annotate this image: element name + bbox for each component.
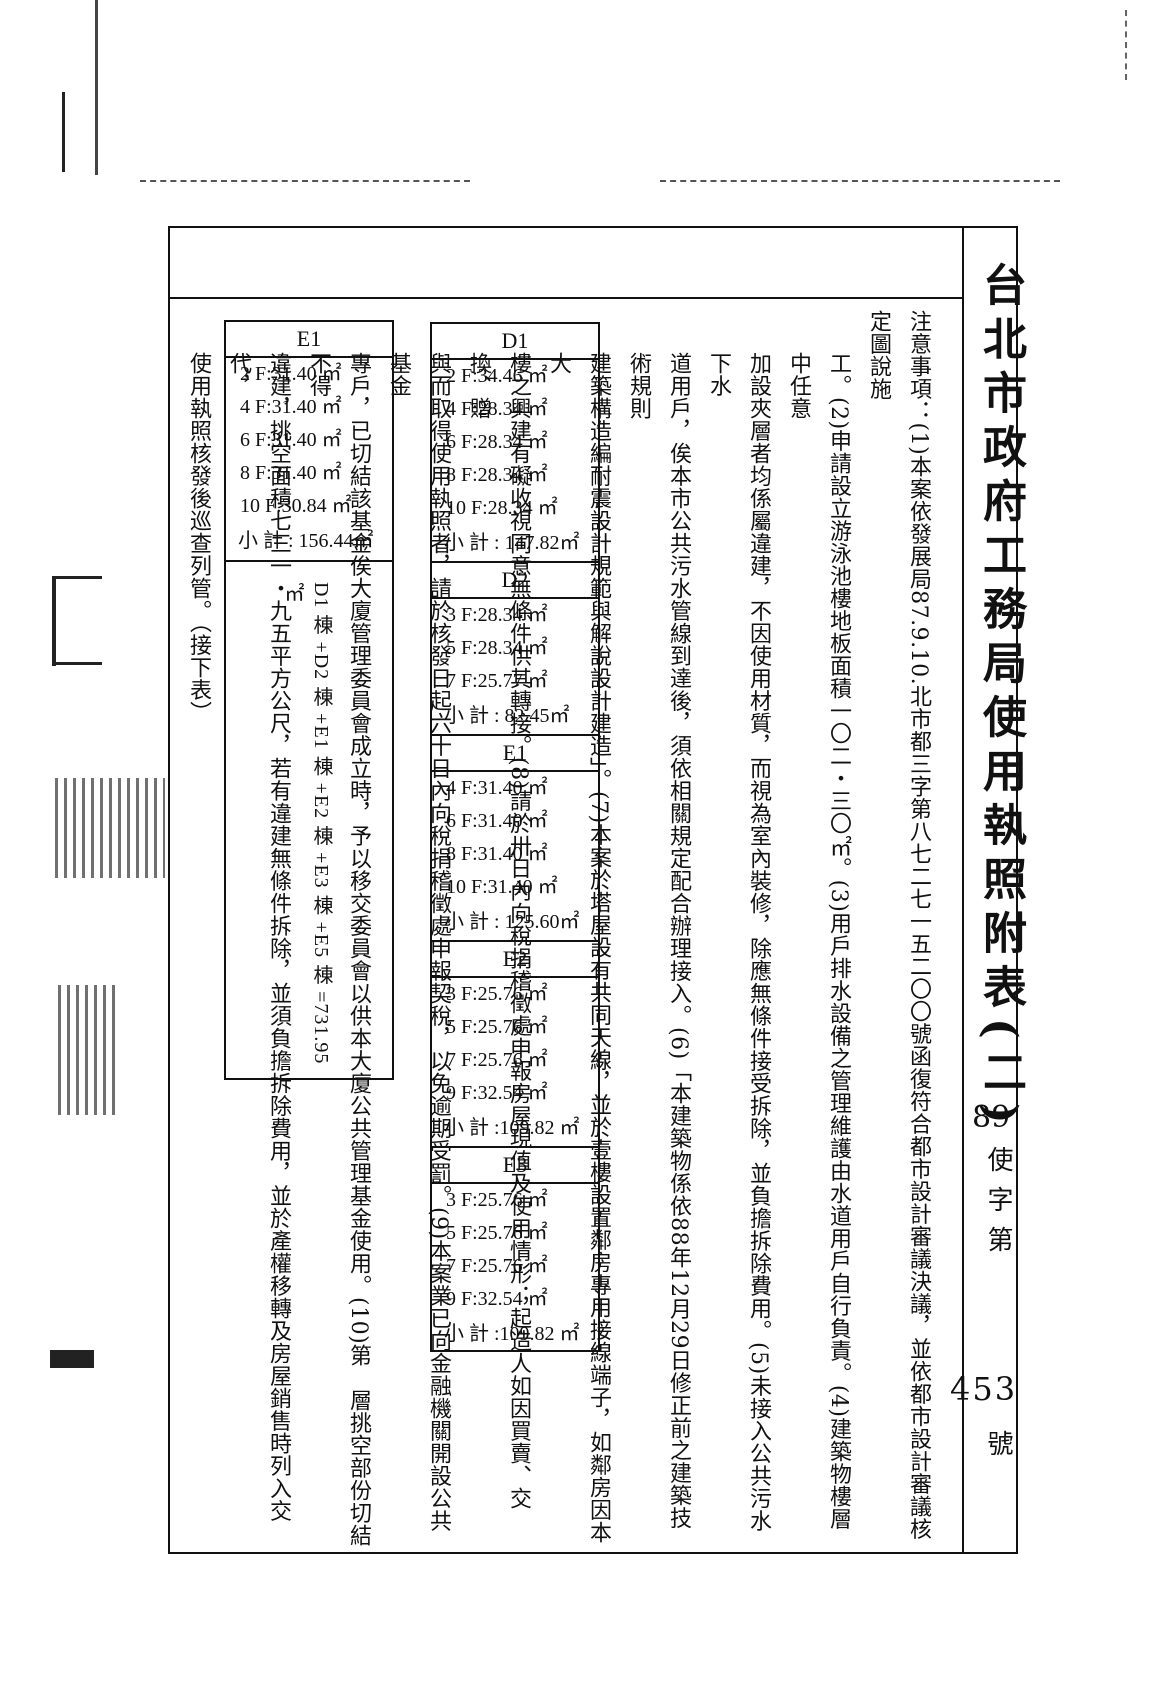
scan-artifact: [62, 92, 65, 172]
note-line: 加設夾層者均係屬違建，不因使用材質，而視為室內裝修，除應無條件接受拆除，並負擔拆…: [706, 352, 771, 1533]
note-line: 使用執照核發後巡查列管。（接下表）: [186, 352, 211, 724]
table-header: E1: [432, 736, 598, 772]
table-row: 6 F:31.40 ㎡: [240, 429, 342, 451]
table-row: 8 F:31.40 ㎡: [240, 462, 342, 484]
table-group-d1: D1 2 F:34.46 ㎡ 4 F:28.34 ㎡ 6 F:28.34 ㎡ 8…: [432, 324, 598, 563]
table-row: 6 F:31.40 ㎡: [446, 810, 548, 832]
area-table-left: E1 2 F:31.40 ㎡ 4 F:31.40 ㎡ 6 F:31.40 ㎡ 8…: [224, 320, 394, 1080]
scan-artifact: [52, 576, 56, 666]
table-group-e3: E3 3 F:25.76 ㎡ 5 F:25.76 ㎡ 7 F:25.76 ㎡ 9…: [432, 1148, 598, 1352]
table-row: 8 F:28.34 ㎡: [446, 464, 548, 486]
total-summary: D1 棟 +D2 棟 +E1 棟 +E2 棟 +E3 棟 +E5 棟 =731.…: [281, 582, 332, 1065]
table-group-e2: E2 3 F:25.76 ㎡ 5 F:25.76 ㎡ 7 F:25.76 ㎡ 9…: [432, 942, 598, 1148]
scan-artifact: [52, 662, 102, 665]
table-row: 4 F:31.40 ㎡: [446, 777, 548, 799]
scan-artifact: [50, 1350, 94, 1368]
scan-artifact: [1125, 10, 1127, 80]
table-header: D2: [432, 563, 598, 599]
table-header: E1: [226, 322, 392, 358]
table-row: 2 F:31.40 ㎡: [240, 363, 342, 385]
note-line: 注意事項：(1)本案依發展局87.9.10.北市都三字第八七二七一五二〇〇號函復…: [866, 310, 931, 1541]
document-title: 台北市政府工務局使用執照附表(二): [975, 262, 1026, 1134]
table-subtotal: 小 計 :109.82 ㎡: [444, 1117, 580, 1139]
table-row: 2 F:34.46 ㎡: [446, 365, 548, 387]
note-line: 樓之興建有礙收視同意無條件供其轉接。(8)請於卅日內向稅捐稽徵處申報房屋現值及使…: [466, 352, 531, 1510]
note-line: 專戶，已切結該基金俟大廈管理委員會成立時，予以移交委員會以供本大廈公共管理基金使…: [306, 352, 371, 1547]
table-row: 3 F:25.76 ㎡: [446, 1189, 548, 1211]
title-column-divider: [962, 226, 964, 1554]
table-row: 3 F:28.34 ㎡: [446, 604, 548, 626]
table-row: 7 F:25.77 ㎡: [446, 670, 548, 692]
table-row: 6 F:28.34 ㎡: [446, 431, 548, 453]
note-line: 工。(2)申請設立游泳池樓地板面積一〇二・三〇㎡。(3)用戶排水設備之管理維護由…: [786, 352, 851, 1530]
total-summary-cell: D1 棟 +D2 棟 +E1 棟 +E2 棟 +E3 棟 +E5 棟 =731.…: [226, 560, 392, 1078]
table-row: 5 F:28.34 ㎡: [446, 637, 548, 659]
table-subtotal: 小 計 : 125.60㎡: [444, 911, 580, 933]
scan-artifact: [58, 985, 118, 1115]
table-subtotal: 小 計 : 147.82㎡: [444, 532, 580, 554]
scan-artifact: [55, 778, 165, 878]
table-row: 4 F:31.40 ㎡: [240, 396, 342, 418]
document-frame: [168, 226, 1018, 1554]
table-group-e1: E1 4 F:31.40 ㎡ 6 F:31.40 ㎡ 8 F:31.40 ㎡ 1…: [432, 736, 598, 942]
document-number: 453: [950, 1370, 1018, 1408]
table-row: 10 F:31.40 ㎡: [446, 876, 558, 898]
table-subtotal: 小 計 : 156.44㎡: [238, 530, 374, 552]
document-number-label: 使字第: [983, 1146, 1013, 1266]
table-row: 3 F:25.76 ㎡: [446, 983, 548, 1005]
table-row: 9 F:32.54 ㎡: [446, 1288, 548, 1310]
note-line: 道用戶，俟本市公共污水管線到達後，須依相關規定配合辦理接入。(6)「本建築物係依…: [626, 352, 691, 1530]
table-row: 4 F:28.34 ㎡: [446, 398, 548, 420]
table-row: 5 F:25.76 ㎡: [446, 1222, 548, 1244]
table-group-d2: D2 3 F:28.34 ㎡ 5 F:28.34 ㎡ 7 F:25.77 ㎡ 小…: [432, 563, 598, 736]
notes-block: 注意事項：(1)本案依發展局87.9.10.北市都三字第八七二七一五二〇〇號函復…: [178, 310, 938, 1550]
document-number-suffix: 號: [983, 1430, 1013, 1456]
table-row: 10 F:30.84 ㎡: [240, 495, 352, 517]
area-table-right: D1 2 F:34.46 ㎡ 4 F:28.34 ㎡ 6 F:28.34 ㎡ 8…: [430, 322, 600, 1352]
table-row: 5 F:25.76 ㎡: [446, 1016, 548, 1038]
table-header: D1: [432, 324, 598, 360]
table-header: E3: [432, 1148, 598, 1184]
table-row: 7 F:25.76 ㎡: [446, 1255, 548, 1277]
scan-artifact: [52, 576, 102, 579]
document-number-prefix: 89: [972, 1100, 1011, 1135]
frame-divider: [168, 297, 964, 299]
scan-artifact: [140, 180, 470, 182]
table-row: 8 F:31.40 ㎡: [446, 843, 548, 865]
table-subtotal: 小 計 :109.82 ㎡: [444, 1323, 580, 1345]
table-header: E2: [432, 942, 598, 978]
table-subtotal: 小 計 : 82.45㎡: [444, 705, 570, 727]
table-row: 10 F:28.34 ㎡: [446, 497, 558, 519]
scan-artifact: [660, 180, 1060, 182]
table-row: 7 F:25.76 ㎡: [446, 1049, 548, 1071]
table-row: 9 F:32.54 ㎡: [446, 1082, 548, 1104]
note-line: 違建，挑空面積七三一・九五平方公尺，若有違建無條件拆除，並須負擔拆除費用，並於產…: [226, 352, 291, 1522]
scan-artifact: [95, 0, 98, 175]
